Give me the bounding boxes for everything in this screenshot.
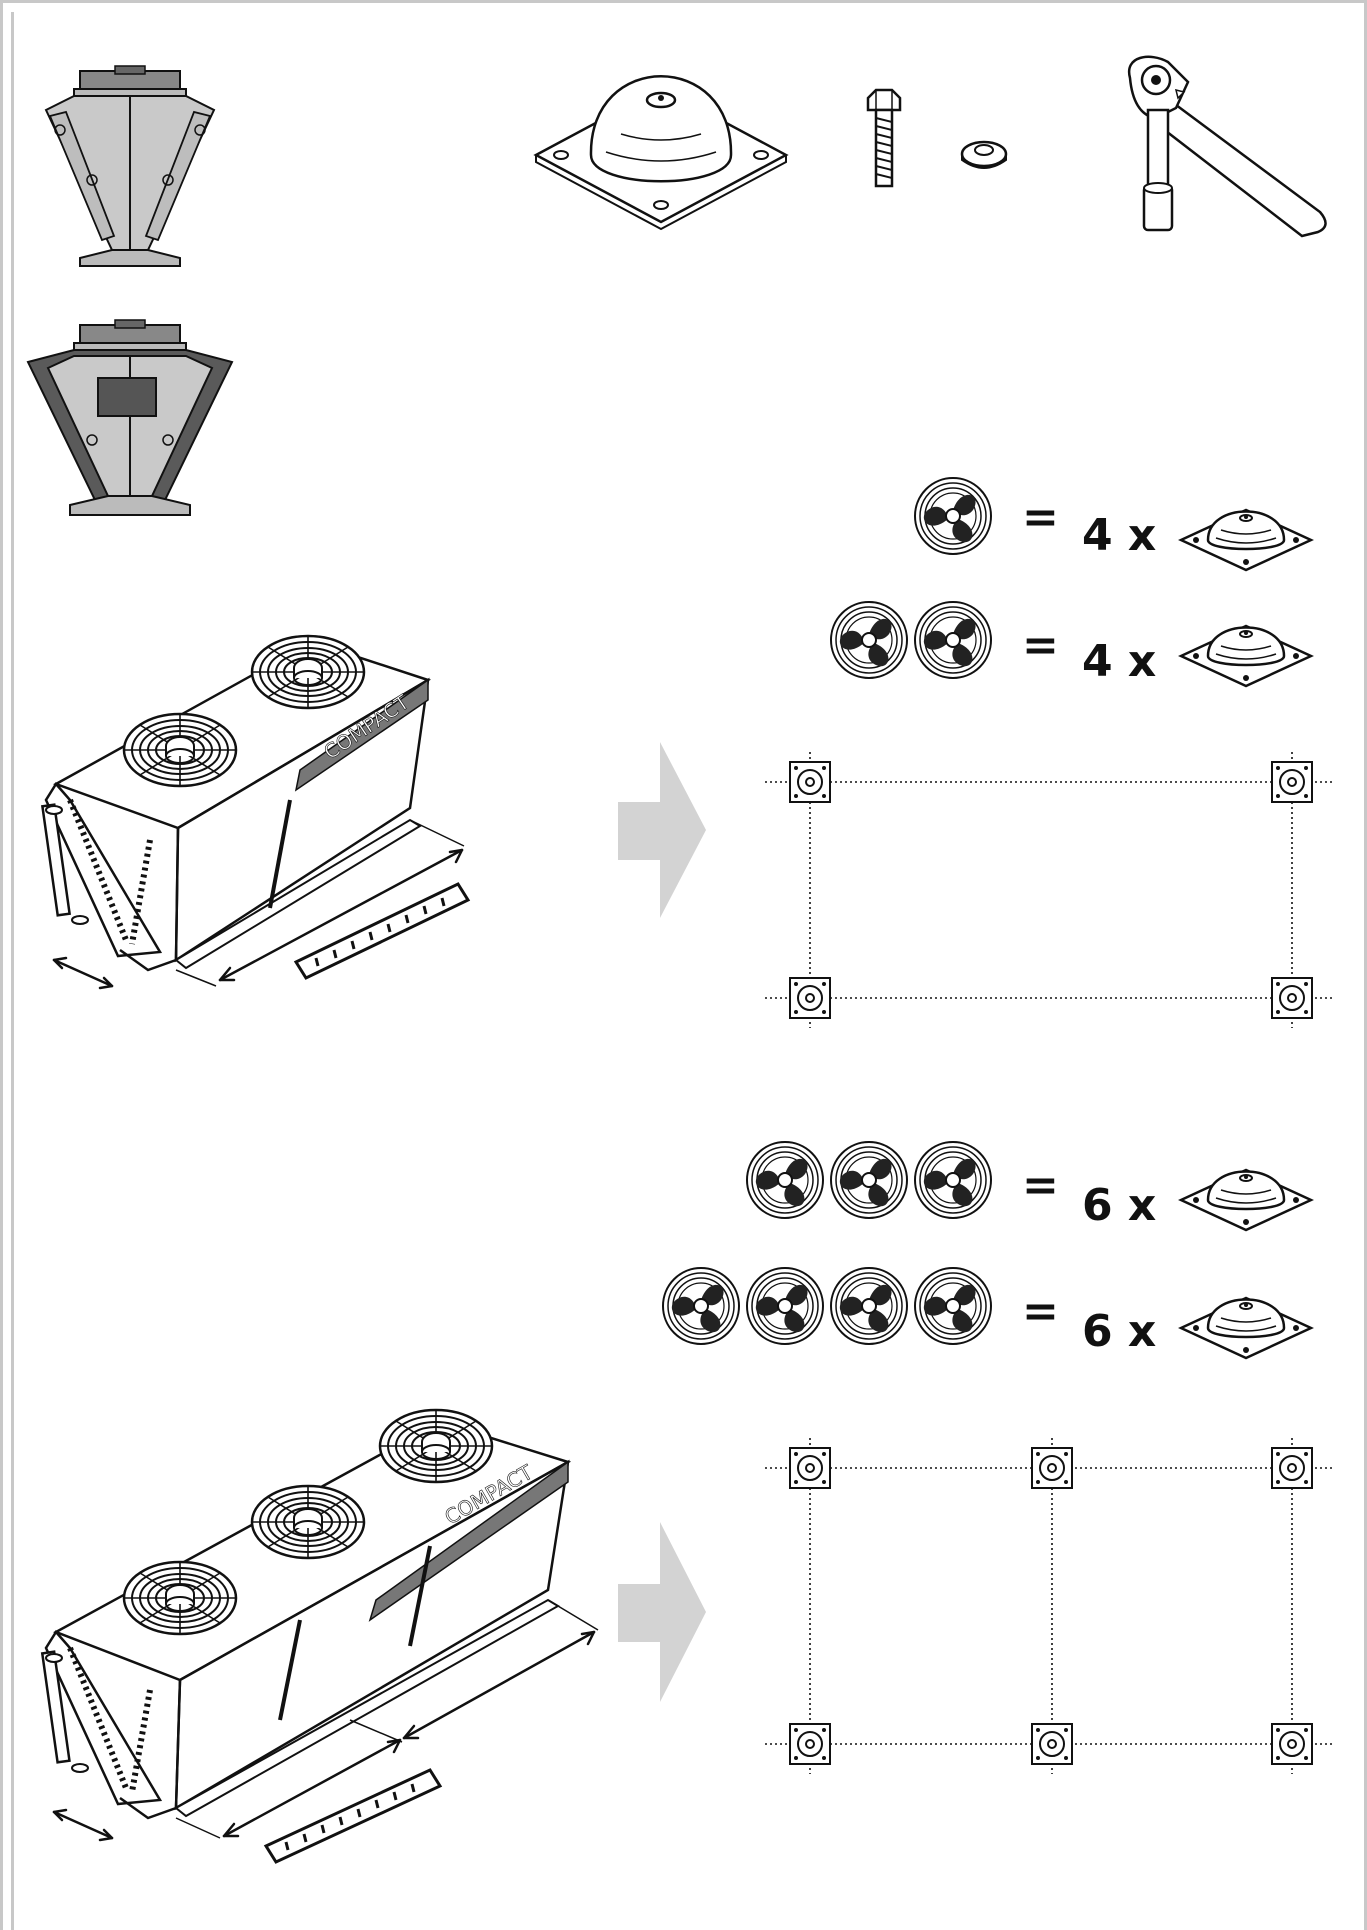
mount-position-icon: [1031, 1723, 1073, 1765]
mount-count: 4 x: [1082, 636, 1156, 687]
mount-position-icon: [789, 1447, 831, 1489]
mount-position-icon: [789, 1723, 831, 1765]
equals-sign: =: [1022, 620, 1059, 671]
unit-front-view-icon: [44, 65, 216, 267]
unit-front-view-panelled-icon: [26, 319, 234, 516]
right-arrow-icon: [618, 1522, 706, 1702]
ratchet-wrench-icon: [1127, 55, 1327, 238]
mount-position-icon: [789, 761, 831, 803]
mount-position-icon: [1271, 1723, 1313, 1765]
anti-vibration-mount-icon: [533, 75, 789, 231]
mount-position-icon: [789, 977, 831, 1019]
bolt-icon: [866, 88, 902, 188]
tape-measure-icon: [263, 1768, 443, 1864]
mount-position-icon: [1271, 1447, 1313, 1489]
equals-sign: =: [1022, 492, 1059, 543]
mount-position-icon: [1271, 977, 1313, 1019]
equals-sign: =: [1022, 1160, 1059, 1211]
mount-count: 4 x: [1082, 510, 1156, 561]
fan-icon: [914, 1267, 992, 1345]
fan-icon: [662, 1267, 740, 1345]
mount-small-icon: [1179, 1168, 1313, 1232]
mount-position-icon: [1031, 1447, 1073, 1489]
fan-icon: [914, 601, 992, 679]
fan-icon: [914, 1141, 992, 1219]
equation-row-1: = 4 x: [914, 477, 1313, 572]
fan-icon: [830, 1267, 908, 1345]
unit-isometric-2-fans: COMPACT: [40, 634, 465, 990]
mount-layout-4: [765, 752, 1332, 1028]
fan-icon: [830, 1141, 908, 1219]
mount-layout-6: [765, 1438, 1332, 1774]
fan-icon: [830, 601, 908, 679]
page-frame-left-rule: [11, 12, 14, 1930]
mount-count: 6 x: [1082, 1180, 1156, 1231]
washer-icon: [960, 140, 1008, 169]
fan-icon: [746, 1267, 824, 1345]
fan-icon: [914, 477, 992, 555]
mount-small-icon: [1179, 624, 1313, 688]
mount-small-icon: [1179, 508, 1313, 572]
right-arrow-icon: [618, 742, 706, 918]
tape-measure-icon: [293, 882, 471, 980]
equation-row-2: = 4 x: [830, 601, 1313, 688]
mount-count: 6 x: [1082, 1306, 1156, 1357]
fan-icon: [746, 1141, 824, 1219]
equals-sign: =: [1022, 1286, 1059, 1337]
mount-small-icon: [1179, 1296, 1313, 1360]
mount-position-icon: [1271, 761, 1313, 803]
equation-row-3: = 6 x: [746, 1141, 1313, 1232]
unit-isometric-3-fans: COMPACT: [40, 1408, 599, 1842]
equation-row-4: = 6 x: [662, 1267, 1313, 1360]
